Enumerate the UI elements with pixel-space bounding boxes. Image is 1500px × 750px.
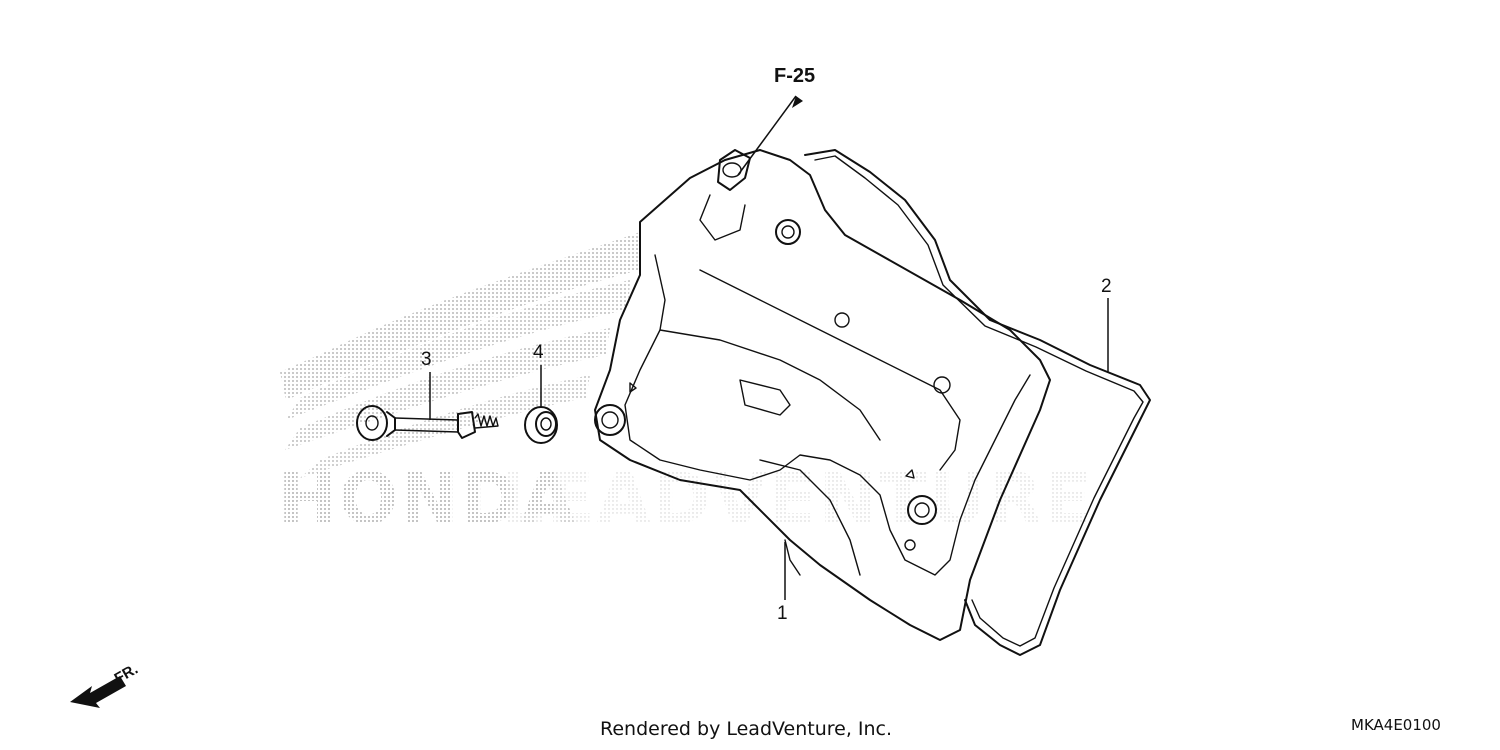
bolt-drawing [356,405,499,441]
callout-3[interactable]: 3 [421,349,432,370]
callout-2[interactable]: 2 [1101,276,1112,297]
arrowhead-icon [792,96,803,108]
watermark-brand: HONDA [278,458,577,540]
watermark-text: LEADVENTURE [500,458,1094,540]
footer-credit: Rendered by LeadVenture, Inc. [600,718,893,740]
seal-drawing [524,406,558,444]
diagram-code: MKA4E0100 [1351,716,1441,734]
reference-label[interactable]: F-25 [774,65,815,87]
front-arrow-icon [70,676,126,708]
cover-drawing [594,149,1051,641]
honda-wing-watermark [280,232,640,478]
callout-4[interactable]: 4 [533,342,544,363]
gasket-drawing [804,149,1151,656]
callout-1[interactable]: 1 [777,603,788,624]
reference-pointer [737,95,803,176]
